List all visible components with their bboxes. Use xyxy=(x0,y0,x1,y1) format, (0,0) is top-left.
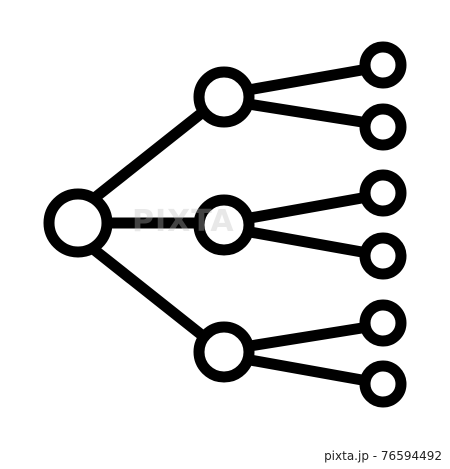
edge-bottom-leaf1 xyxy=(244,322,368,352)
site-name: pixta.jp xyxy=(324,449,369,463)
leaf-node xyxy=(359,232,407,280)
branch-node-top xyxy=(193,66,255,128)
leaf-node xyxy=(359,41,407,89)
edge-bottom-leaf2 xyxy=(244,354,368,386)
edge-middle-leaf1 xyxy=(244,192,368,224)
edge-root-bottom xyxy=(86,242,214,346)
leaf-node xyxy=(359,299,407,347)
edge-top-leaf2 xyxy=(242,98,368,128)
credit-separator: - xyxy=(368,449,381,463)
leaf-node xyxy=(359,169,407,217)
edge-root-top xyxy=(86,102,214,206)
root-node xyxy=(43,188,113,258)
edge-middle-leaf2 xyxy=(244,226,368,258)
watermark: PIXTA xyxy=(132,204,235,239)
image-credit: pixta.jp - 76594492 xyxy=(324,449,442,463)
leaf-node xyxy=(359,103,407,151)
image-id: 76594492 xyxy=(380,449,442,463)
branch-node-middle xyxy=(193,194,255,256)
branch-node-bottom xyxy=(193,321,255,383)
leaf-node xyxy=(359,360,407,408)
edge-top-leaf1 xyxy=(242,64,368,96)
